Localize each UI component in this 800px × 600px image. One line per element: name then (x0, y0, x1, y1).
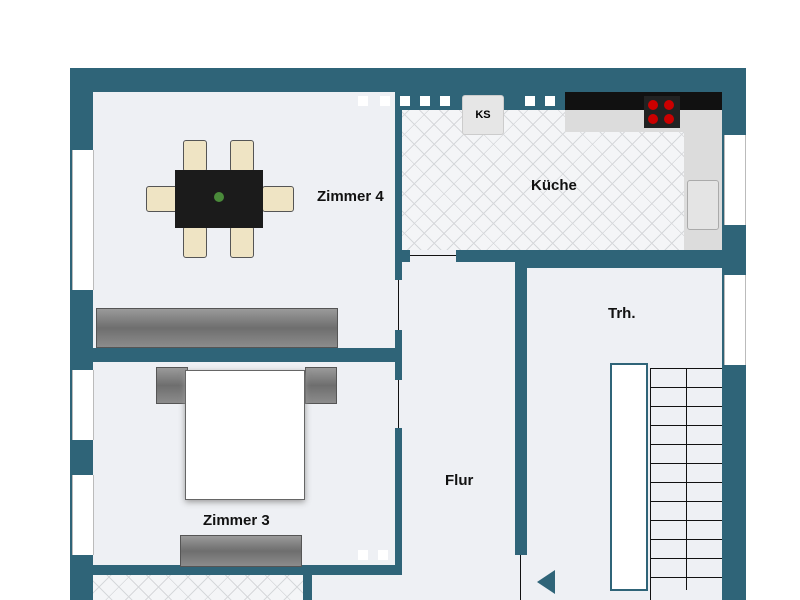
door-line (398, 380, 399, 428)
chair (183, 226, 207, 258)
stair-rail (610, 363, 648, 591)
label-zimmer-4: Zimmer 4 (317, 188, 384, 205)
chair (146, 186, 178, 212)
chair (183, 140, 207, 172)
vent (358, 96, 368, 106)
label-treppenhaus: Trh. (608, 305, 636, 322)
label-flur: Flur (445, 472, 474, 489)
plant-icon (214, 192, 224, 202)
room-bad (93, 575, 303, 600)
staircase (650, 368, 722, 600)
bed (185, 370, 305, 500)
stair-direction-arrow (686, 368, 687, 590)
kitchen-upper-cabinets (565, 92, 722, 110)
window-left-1 (72, 150, 94, 290)
chair (262, 186, 294, 212)
nightstand (156, 367, 188, 404)
vent (440, 96, 450, 106)
hall-lower-door (402, 555, 527, 600)
window-right-2 (724, 275, 746, 365)
dresser (180, 535, 302, 567)
entrance-arrow-icon (537, 570, 555, 594)
room-kueche (402, 110, 684, 250)
vent (420, 96, 430, 106)
door-line (398, 280, 399, 330)
label-zimmer-3: Zimmer 3 (203, 512, 270, 529)
window-left-3 (72, 475, 94, 555)
door-line (410, 255, 456, 256)
vent (545, 96, 555, 106)
vent (378, 550, 388, 560)
fridge: KS (462, 95, 504, 135)
chair (230, 140, 254, 172)
cooktop (644, 96, 680, 128)
door-kueche[interactable] (410, 250, 456, 262)
vent (525, 96, 535, 106)
room-flur (402, 262, 515, 600)
room-lower (312, 575, 402, 600)
label-kueche: Küche (531, 177, 577, 194)
vent (380, 96, 390, 106)
sink (687, 180, 719, 230)
nightstand (305, 367, 337, 404)
window-left-2 (72, 370, 94, 440)
window-right-1 (724, 135, 746, 225)
sideboard (96, 308, 338, 348)
vent (400, 96, 410, 106)
vent (358, 550, 368, 560)
door-line (520, 555, 521, 600)
chair (230, 226, 254, 258)
